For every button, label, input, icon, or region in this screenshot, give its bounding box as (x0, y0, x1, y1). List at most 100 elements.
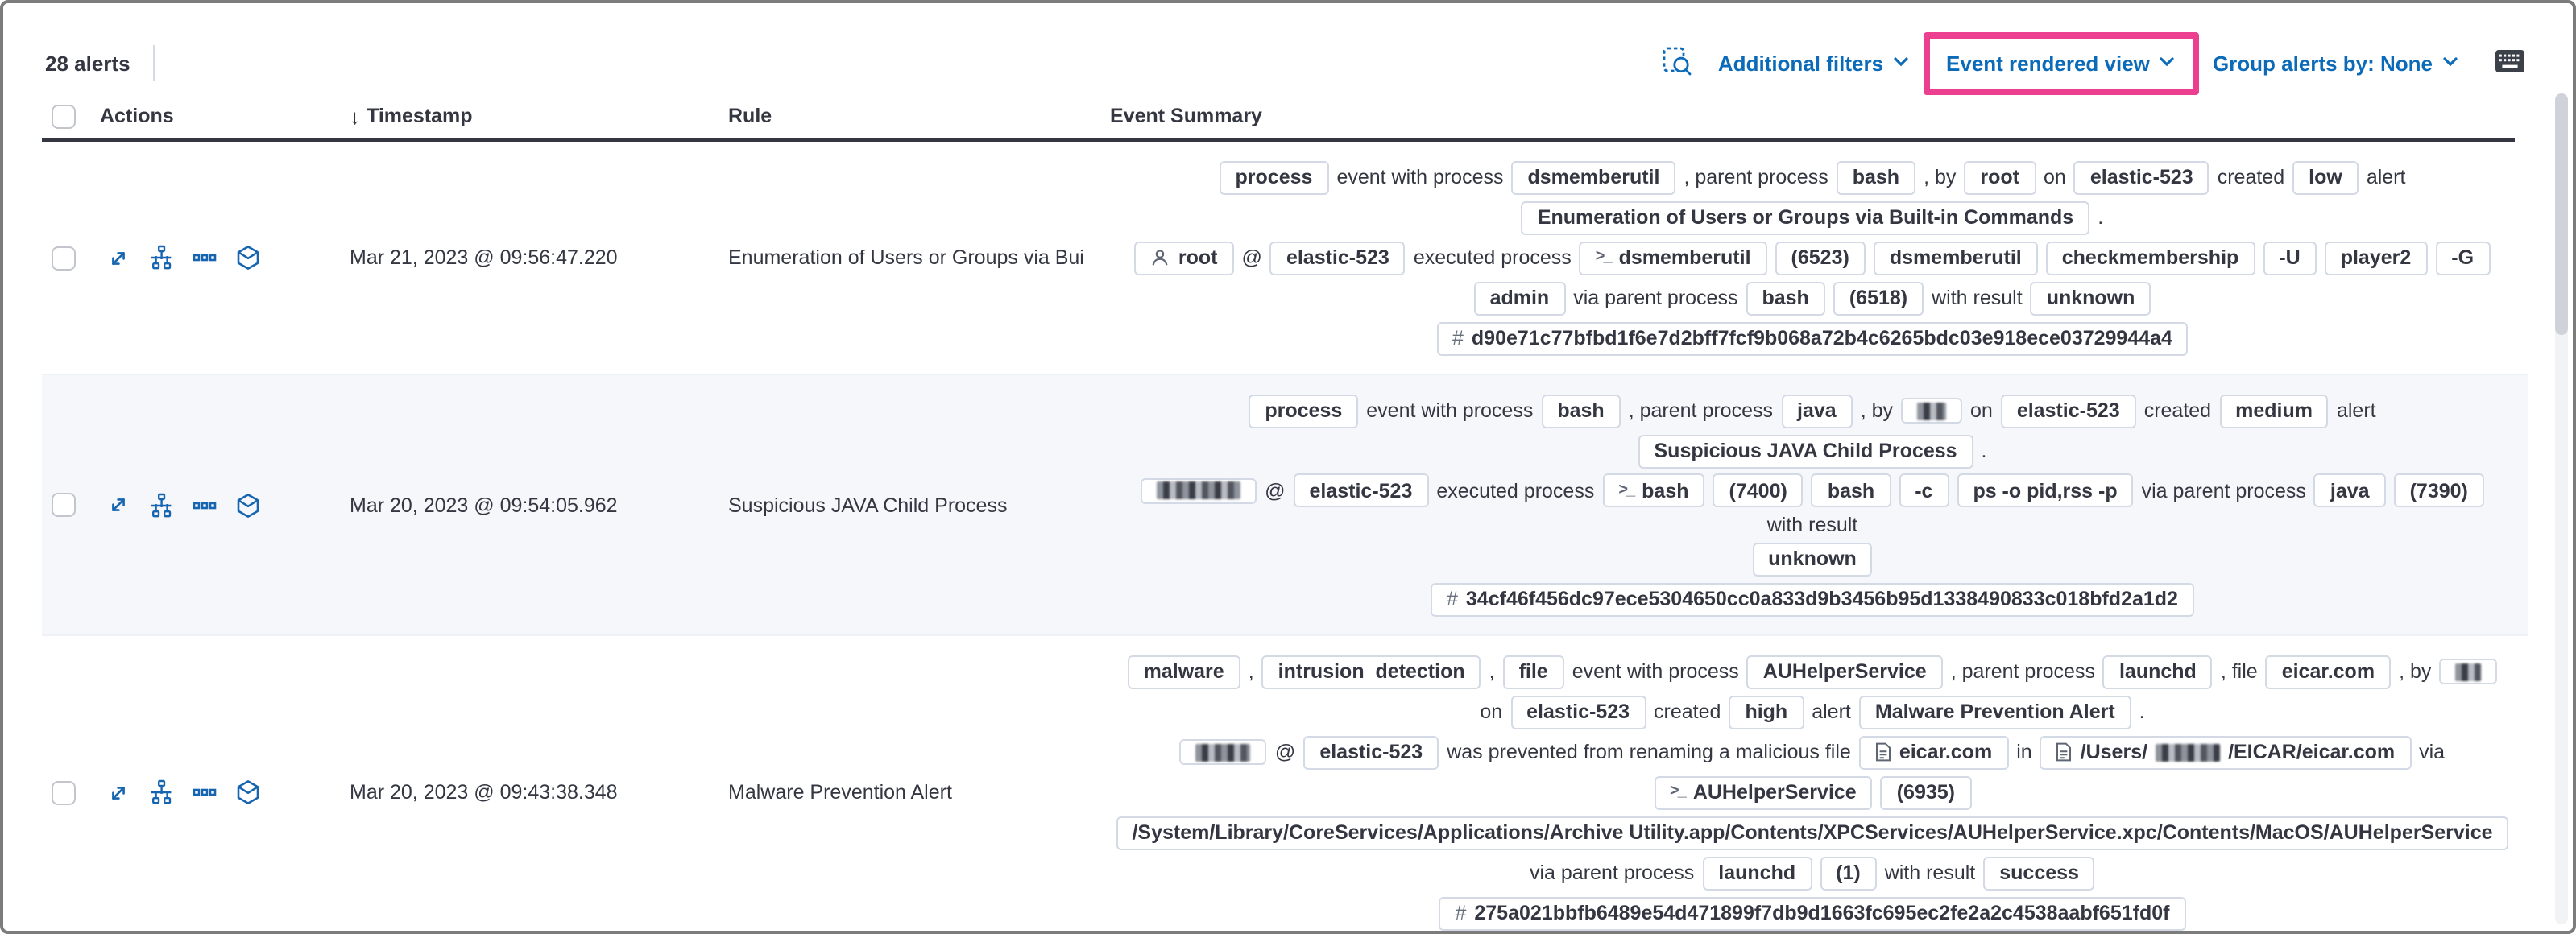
summary-badge[interactable]: elastic-523 (1269, 241, 1406, 275)
summary-badge[interactable]: success (1983, 856, 2095, 890)
expand-alert-button[interactable] (106, 780, 130, 804)
summary-badge[interactable]: dsmemberutil (1873, 241, 2038, 275)
summary-badge[interactable]: process (1249, 394, 1359, 428)
summary-badge[interactable]: (7390) (2393, 473, 2484, 507)
rule-cell[interactable]: Malware Prevention Alert (728, 781, 952, 804)
summary-badge[interactable] (2439, 659, 2498, 684)
more-actions-button[interactable] (192, 492, 217, 518)
column-header-timestamp[interactable]: ↓ Timestamp (350, 104, 473, 128)
keyboard-shortcuts-button[interactable] (2495, 49, 2524, 76)
view-mode-selector-button[interactable]: Event rendered view (1946, 51, 2177, 75)
summary-badge[interactable]: (6935) (1880, 775, 1971, 809)
summary-badge[interactable]: #34cf46f456dc97ece5304650cc0a833d9b3456b… (1431, 582, 2194, 616)
expand-icon (106, 493, 130, 517)
expand-alert-button[interactable] (106, 246, 130, 270)
summary-badge[interactable]: #d90e71c77bfbd1f6e7d2bff7fcf9b068a72b4c6… (1436, 321, 2189, 355)
summary-badge[interactable]: dsmemberutil (1511, 160, 1676, 194)
summary-badge[interactable]: >_AUHelperService (1654, 775, 1873, 809)
boxes-horizontal-icon (192, 492, 217, 518)
summary-badge[interactable]: low (2292, 160, 2359, 194)
summary-badge[interactable]: (6523) (1775, 241, 1866, 275)
rule-cell[interactable]: Suspicious JAVA Child Process (728, 494, 1008, 516)
summary-badge[interactable]: ps -o pid,rss -p (1957, 473, 2134, 507)
summary-badge[interactable]: bash (1541, 394, 1621, 428)
rule-cell[interactable]: Enumeration of Users or Groups via Bui (728, 246, 1084, 269)
summary-text: @ (1274, 741, 1296, 763)
summary-badge[interactable]: java (1781, 394, 1853, 428)
summary-badge[interactable]: player2 (2324, 241, 2428, 275)
additional-filters-button[interactable]: Additional filters (1718, 51, 1911, 75)
summary-badge[interactable]: bash (1746, 281, 1825, 315)
summary-badge[interactable]: process (1219, 160, 1329, 194)
summary-badge[interactable]: eicar.com (1858, 735, 2009, 769)
more-actions-button[interactable] (192, 779, 217, 805)
scrollbar-thumb[interactable] (2555, 93, 2568, 335)
summary-badge[interactable]: root (1134, 241, 1234, 275)
analyze-event-button[interactable] (148, 245, 174, 271)
investigate-in-timeline-button[interactable] (235, 779, 261, 805)
summary-badge[interactable]: elastic-523 (1293, 473, 1429, 507)
summary-badge[interactable]: malware (1127, 655, 1240, 688)
summary-badge[interactable]: elastic-523 (1303, 735, 1439, 769)
summary-badge[interactable]: /System/Library/CoreServices/Application… (1116, 816, 2509, 849)
summary-text: alert (2336, 399, 2376, 422)
summary-text: alert (1812, 700, 1851, 723)
investigate-in-timeline-button[interactable] (235, 245, 261, 271)
summary-badge[interactable]: Enumeration of Users or Groups via Built… (1521, 200, 2090, 234)
summary-badge[interactable]: (7400) (1713, 473, 1804, 507)
terminal-icon: >_ (1618, 481, 1635, 498)
expand-alert-button[interactable] (106, 493, 130, 517)
summary-badge[interactable]: unknown (1752, 542, 1873, 576)
toolbar-right-group: Additional filters Event rendered view G… (1663, 31, 2524, 94)
summary-badge[interactable]: Malware Prevention Alert (1858, 695, 2131, 729)
summary-badge[interactable]: /Users//EICAR/eicar.com (2040, 735, 2412, 769)
summary-badge[interactable]: bash (1811, 473, 1891, 507)
summary-badge[interactable]: admin (1473, 281, 1566, 315)
summary-badge[interactable]: elastic-523 (1510, 695, 1646, 729)
select-all-checkbox[interactable] (52, 104, 76, 128)
summary-badge[interactable]: Suspicious JAVA Child Process (1638, 434, 1973, 468)
summary-badge[interactable]: elastic-523 (2073, 160, 2209, 194)
summary-badge[interactable]: -G (2435, 241, 2491, 275)
vertical-scrollbar[interactable] (2555, 93, 2568, 924)
hash-icon: # (1452, 327, 1464, 349)
summary-badge[interactable]: bash (1836, 160, 1916, 194)
investigate-in-timeline-button[interactable] (235, 492, 261, 518)
summary-badge[interactable]: root (1964, 160, 2036, 194)
summary-badge[interactable]: >_dsmemberutil (1579, 241, 1767, 275)
summary-badge[interactable]: (1) (1820, 856, 1877, 890)
summary-badge[interactable]: file (1502, 655, 1564, 688)
summary-badge[interactable] (1901, 398, 1962, 424)
summary-badge[interactable]: launchd (2102, 655, 2213, 688)
summary-badge[interactable]: launchd (1702, 856, 1812, 890)
redacted-content (1917, 402, 1946, 419)
analyze-event-button[interactable] (148, 492, 174, 518)
summary-badge[interactable]: (6518) (1833, 281, 1924, 315)
summary-badge[interactable]: checkmembership (2045, 241, 2255, 275)
summary-badge[interactable]: medium (2219, 394, 2329, 428)
summary-badge[interactable]: AUHelperService (1746, 655, 1943, 688)
more-actions-button[interactable] (192, 245, 217, 271)
summary-badge[interactable]: -c (1899, 473, 1949, 507)
summary-badge[interactable]: elastic-523 (2000, 394, 2136, 428)
inspect-button[interactable] (1663, 46, 1692, 80)
summary-badge[interactable]: unknown (2030, 281, 2151, 315)
summary-badge[interactable]: java (2313, 473, 2386, 507)
redacted-content (1195, 743, 1251, 761)
group-alerts-by-button[interactable]: Group alerts by: None (2213, 51, 2460, 75)
summary-badge[interactable] (1141, 477, 1257, 503)
row-checkbox[interactable] (52, 246, 76, 270)
summary-badge[interactable]: #275a021bbfb6489e54d471899f7db9d1663fc69… (1439, 896, 2186, 930)
summary-badge[interactable]: >_bash (1602, 473, 1705, 507)
row-checkbox[interactable] (52, 493, 76, 517)
row-checkbox[interactable] (52, 780, 76, 804)
summary-text: via parent process (2141, 479, 2306, 502)
analyze-event-button[interactable] (148, 779, 174, 805)
summary-badge[interactable]: -U (2263, 241, 2317, 275)
summary-text: via parent process (1573, 287, 1738, 309)
summary-badge[interactable]: eicar.com (2265, 655, 2392, 688)
summary-badge[interactable]: high (1729, 695, 1804, 729)
summary-badge[interactable] (1179, 739, 1267, 765)
summary-badge[interactable]: intrusion_detection (1261, 655, 1481, 688)
